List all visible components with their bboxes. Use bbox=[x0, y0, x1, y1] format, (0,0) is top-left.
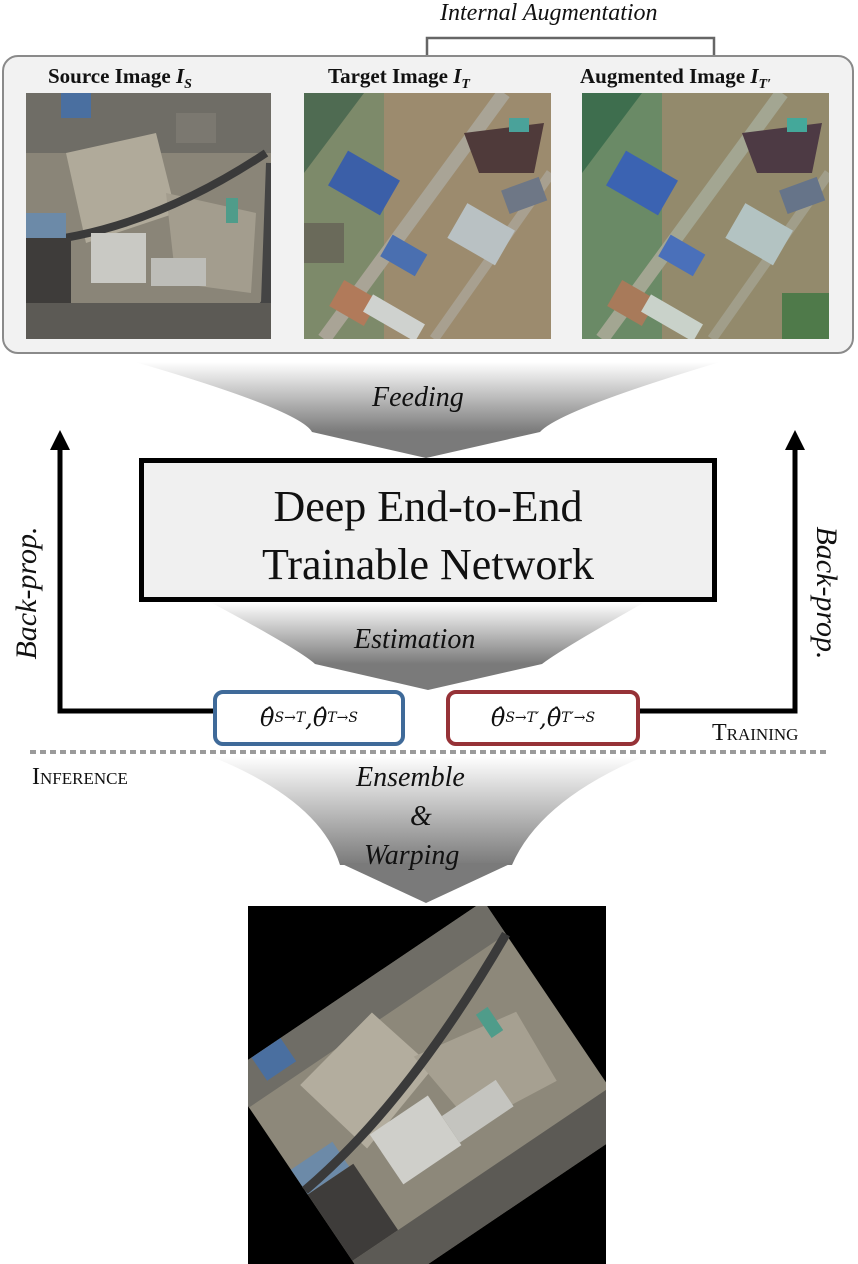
augmented-image-header: Augmented Image IT′ bbox=[580, 64, 772, 93]
target-image bbox=[304, 93, 551, 339]
backprop-left-label: Back-prop. bbox=[10, 526, 43, 660]
backprop-left-line bbox=[57, 448, 215, 714]
backprop-right-arrowhead bbox=[785, 430, 805, 450]
backprop-left-arrowhead bbox=[50, 430, 70, 450]
network-box: Deep End-to-End Trainable Network bbox=[139, 458, 717, 602]
internal-augmentation-label: Internal Augmentation bbox=[440, 0, 658, 26]
inference-label: Inference bbox=[32, 764, 128, 790]
warped-output-image bbox=[248, 906, 606, 1264]
estimation-label: Estimation bbox=[354, 624, 476, 655]
feeding-label: Feeding bbox=[372, 382, 464, 413]
backprop-right-label: Back-prop. bbox=[810, 526, 843, 660]
ampersand-label: & bbox=[410, 801, 432, 832]
theta-red-box: θ̂S→T′, θ̂T′→S bbox=[446, 690, 640, 746]
estimation-arrow bbox=[210, 602, 645, 664]
backprop-right-line bbox=[638, 448, 798, 714]
target-image-header: Target Image IT bbox=[328, 64, 470, 93]
theta-blue-box: θ̂S→T, θ̂T→S bbox=[213, 690, 405, 746]
ensemble-label: Ensemble bbox=[356, 762, 465, 793]
source-image bbox=[26, 93, 271, 339]
warping-label: Warping bbox=[364, 840, 460, 871]
source-image-header: Source Image IS bbox=[48, 64, 192, 93]
network-title-line2: Trainable Network bbox=[262, 540, 594, 589]
augmented-image bbox=[582, 93, 829, 339]
training-label: Training bbox=[712, 720, 799, 746]
network-title-line1: Deep End-to-End bbox=[273, 482, 583, 531]
feeding-arrow bbox=[135, 362, 720, 432]
ensemble-warping-arrow bbox=[210, 756, 645, 865]
